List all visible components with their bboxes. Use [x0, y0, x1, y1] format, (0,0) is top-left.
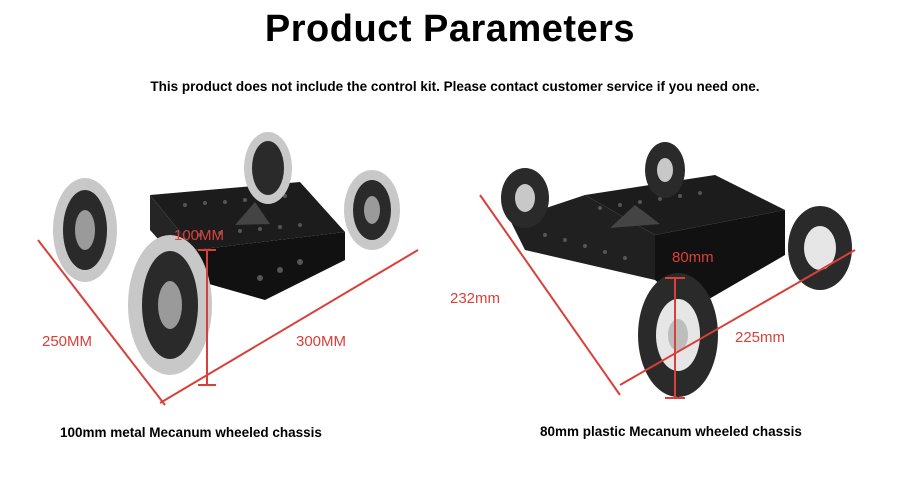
wheel-rear-right: [788, 206, 852, 290]
dimension-width-label: 232mm: [450, 290, 500, 307]
wheel-rear-right: [344, 170, 400, 250]
wheel-front-right: [638, 273, 718, 397]
wheel-rear-left: [645, 142, 685, 198]
chassis-front: [510, 195, 655, 280]
dimension-length-label: 225mm: [735, 329, 785, 346]
wheel-front-right: [128, 235, 212, 375]
dimension-wheel-label: 80mm: [672, 249, 714, 266]
notice-text: This product does not include the contro…: [150, 79, 760, 94]
dimension-length-label: 300MM: [296, 333, 346, 350]
page-title: Product Parameters: [264, 8, 636, 50]
wheel-front-left: [53, 178, 117, 282]
product-image-plastic-chassis: 232mm 225mm 80mm: [450, 120, 900, 420]
wheel-rear-left: [244, 132, 292, 204]
wheel-front-left: [501, 168, 549, 228]
caption-metal-chassis: 100mm metal Mecanum wheeled chassis: [60, 425, 322, 440]
caption-plastic-chassis: 80mm plastic Mecanum wheeled chassis: [540, 424, 802, 439]
chassis-side: [195, 232, 345, 300]
product-image-metal-chassis: 250MM 300MM 100MM: [0, 120, 450, 420]
dimension-width-label: 250MM: [42, 333, 92, 350]
dimension-wheel-label: 100MM: [174, 227, 224, 244]
